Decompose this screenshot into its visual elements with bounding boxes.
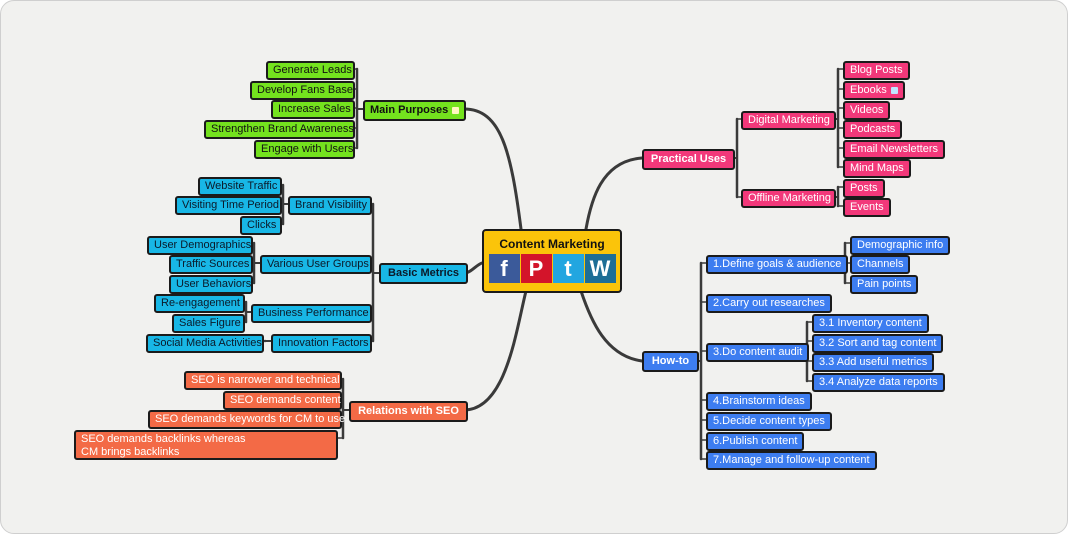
subtopic[interactable]: Channels	[850, 255, 911, 274]
subtopic[interactable]: Podcasts	[843, 120, 903, 139]
subtopic[interactable]: 3.2 Sort and tag content	[812, 334, 944, 353]
subtopic[interactable]: Traffic Sources	[169, 255, 253, 274]
subtopic[interactable]: Pain points	[850, 275, 919, 294]
subtopic[interactable]: Website Traffic	[198, 177, 282, 196]
connector-line	[584, 156, 644, 231]
subtopic[interactable]: 3.3 Add useful metrics	[812, 353, 935, 372]
subtopic-user-groups[interactable]: Various User Groups	[260, 255, 372, 274]
step-6[interactable]: 6.Publish content	[706, 432, 805, 451]
note-icon	[452, 106, 460, 114]
subtopic[interactable]: Generate Leads	[266, 61, 355, 80]
subtopic[interactable]: SEO demands keywords for CM to use	[148, 410, 345, 429]
subtopic[interactable]: SEO demands content	[223, 391, 342, 410]
twitter-icon: t	[552, 254, 584, 283]
topic-main-purposes[interactable]: Main Purposes	[363, 100, 467, 121]
central-topic[interactable]: Content Marketing f P t W	[482, 229, 622, 293]
step-1[interactable]: 1.Define goals & audience	[706, 255, 849, 274]
subtopic-business-performance[interactable]: Business Performance	[251, 304, 372, 323]
connector-line	[462, 289, 528, 412]
subtopic[interactable]: Re-engagement	[154, 294, 245, 313]
step-4[interactable]: 4.Brainstorm ideas	[706, 392, 812, 411]
comment-icon	[890, 86, 898, 94]
subtopic[interactable]: Events	[843, 198, 891, 217]
connector-line	[462, 107, 523, 231]
topic-basic-metrics[interactable]: Basic Metrics	[379, 263, 468, 284]
subtopic[interactable]: Videos	[843, 101, 891, 120]
topic-relations-with-seo[interactable]: Relations with SEO	[349, 401, 468, 422]
subtopic-digital-marketing[interactable]: Digital Marketing	[741, 111, 836, 130]
pinterest-icon: P	[520, 254, 552, 283]
subtopic[interactable]: SEO is narrower and technical	[184, 371, 342, 390]
subtopic[interactable]: Sales Figure	[172, 314, 245, 333]
subtopic[interactable]: Increase Sales	[271, 100, 355, 119]
subtopic[interactable]: Demographic info	[850, 236, 951, 255]
step-3[interactable]: 3.Do content audit	[706, 343, 810, 362]
subtopic-label: Ebooks	[850, 84, 887, 96]
subtopic[interactable]: Mind Maps	[843, 159, 911, 178]
subtopic[interactable]: Blog Posts	[843, 61, 910, 80]
subtopic-innovation-factors[interactable]: Innovation Factors	[271, 334, 372, 353]
subtopic[interactable]: Social Media Activities	[146, 334, 264, 353]
subtopic-brand-visibility[interactable]: Brand Visibility	[288, 196, 372, 215]
subtopic[interactable]: SEO demands backlinks whereas CM brings …	[74, 430, 338, 460]
step-2[interactable]: 2.Carry out researches	[706, 294, 832, 313]
topic-how-to[interactable]: How-to	[642, 351, 699, 372]
subtopic[interactable]: 3.4 Analyze data reports	[812, 373, 945, 392]
step-5[interactable]: 5.Decide content types	[706, 412, 832, 431]
subtopic[interactable]: Develop Fans Base	[250, 81, 355, 100]
subtopic[interactable]: User Demographics	[147, 236, 253, 255]
subtopic[interactable]: User Behaviors	[169, 275, 253, 294]
subtopic[interactable]: Clicks	[240, 216, 282, 235]
step-7[interactable]: 7.Manage and follow-up content	[706, 451, 877, 470]
central-topic-title: Content Marketing	[499, 237, 605, 251]
subtopic[interactable]: 3.1 Inventory content	[812, 314, 929, 333]
subtopic[interactable]: Email Newsletters	[843, 140, 946, 159]
connector-line	[579, 289, 644, 363]
subtopic[interactable]: Engage with Users	[254, 140, 355, 159]
subtopic[interactable]: Posts	[843, 179, 885, 198]
subtopic[interactable]: Strengthen Brand Awareness	[204, 120, 355, 139]
wordpress-icon: W	[584, 254, 616, 283]
topic-label: Main Purposes	[370, 104, 449, 116]
facebook-icon: f	[488, 254, 520, 283]
topic-practical-uses[interactable]: Practical Uses	[642, 149, 735, 170]
subtopic-offline-marketing[interactable]: Offline Marketing	[741, 189, 836, 208]
subtopic[interactable]: Visiting Time Period	[175, 196, 282, 215]
subtopic-ebooks[interactable]: Ebooks	[843, 81, 905, 100]
